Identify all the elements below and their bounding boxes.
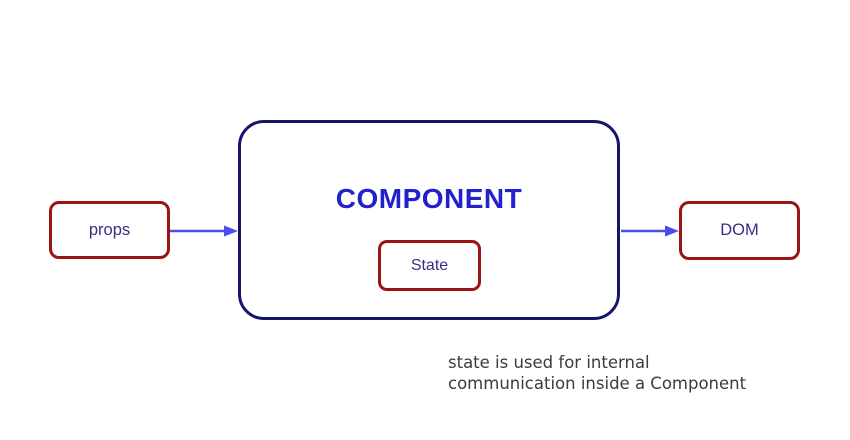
component-title: COMPONENT [335, 183, 523, 214]
state-label: State [410, 256, 449, 274]
arrow-component-to-dom-icon [621, 225, 679, 237]
state-box: State [378, 240, 481, 291]
props-label: props [88, 220, 131, 239]
arrow-props-to-component-icon [170, 225, 238, 237]
caption-line-2: communication inside a Component [448, 374, 747, 393]
component-box: COMPONENT State [238, 120, 620, 320]
dom-label: DOM [720, 221, 759, 239]
caption-line-1: state is used for internal [448, 353, 650, 372]
dom-box: DOM [679, 201, 800, 260]
props-box: props [49, 201, 170, 259]
caption: state is used for internal communication… [448, 352, 746, 394]
